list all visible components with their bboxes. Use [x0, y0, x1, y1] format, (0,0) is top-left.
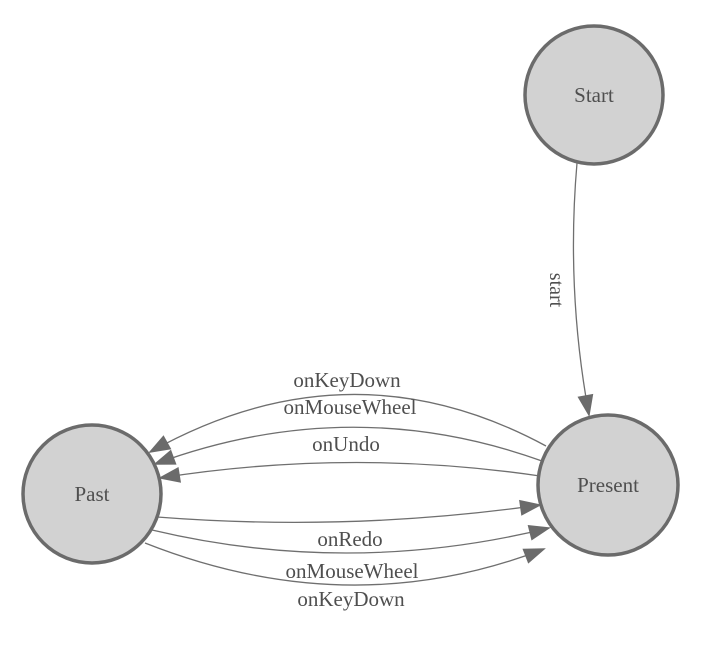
edge-start-to-present[interactable]: start	[545, 162, 594, 417]
node-present-label: Present	[577, 473, 639, 497]
edge-label-onredo: onRedo	[317, 527, 382, 551]
edge-label-onmousewheel-top: onMouseWheel	[284, 395, 417, 419]
edge-label-onmousewheel-bottom: onMouseWheel	[286, 559, 419, 583]
edge-label-onkeydown-top: onKeyDown	[293, 368, 401, 392]
edge-label-onkeydown-bottom: onKeyDown	[297, 587, 405, 611]
edge-past-to-present-onmousewheel[interactable]: onMouseWheel	[151, 525, 551, 583]
edge-present-to-past-onmousewheel-line[interactable]	[153, 426, 543, 465]
edge-start-to-present-line[interactable]	[572, 162, 594, 417]
edge-present-to-past-onundo-line[interactable]	[158, 461, 541, 483]
edge-past-to-present-onmousewheel-line[interactable]	[151, 525, 551, 554]
edge-present-to-past-onmousewheel[interactable]: onMouseWheel	[153, 395, 543, 465]
edge-present-to-past-onkeydown-line[interactable]	[148, 393, 547, 453]
edge-present-to-past-onundo[interactable]: onUndo	[158, 432, 541, 483]
edge-label-onundo: onUndo	[312, 432, 380, 456]
node-past-circle[interactable]	[21, 423, 163, 565]
node-past-label: Past	[74, 482, 109, 506]
node-present[interactable]: Present	[536, 413, 680, 557]
edge-label-start: start	[545, 273, 567, 308]
node-start-label: Start	[574, 83, 614, 107]
edge-past-to-present-onredo-line[interactable]	[156, 499, 542, 524]
node-past[interactable]: Past	[21, 423, 163, 565]
edge-past-to-present-onkeydown-line[interactable]	[144, 542, 546, 586]
node-start-circle[interactable]	[523, 24, 665, 166]
edge-past-to-present-onkeydown[interactable]: onKeyDown	[144, 542, 546, 611]
node-start[interactable]: Start	[523, 24, 665, 166]
edge-present-to-past-onkeydown[interactable]: onKeyDown	[148, 368, 547, 453]
edge-past-to-present-onredo[interactable]: onRedo	[156, 499, 542, 551]
node-present-circle[interactable]	[536, 413, 680, 557]
